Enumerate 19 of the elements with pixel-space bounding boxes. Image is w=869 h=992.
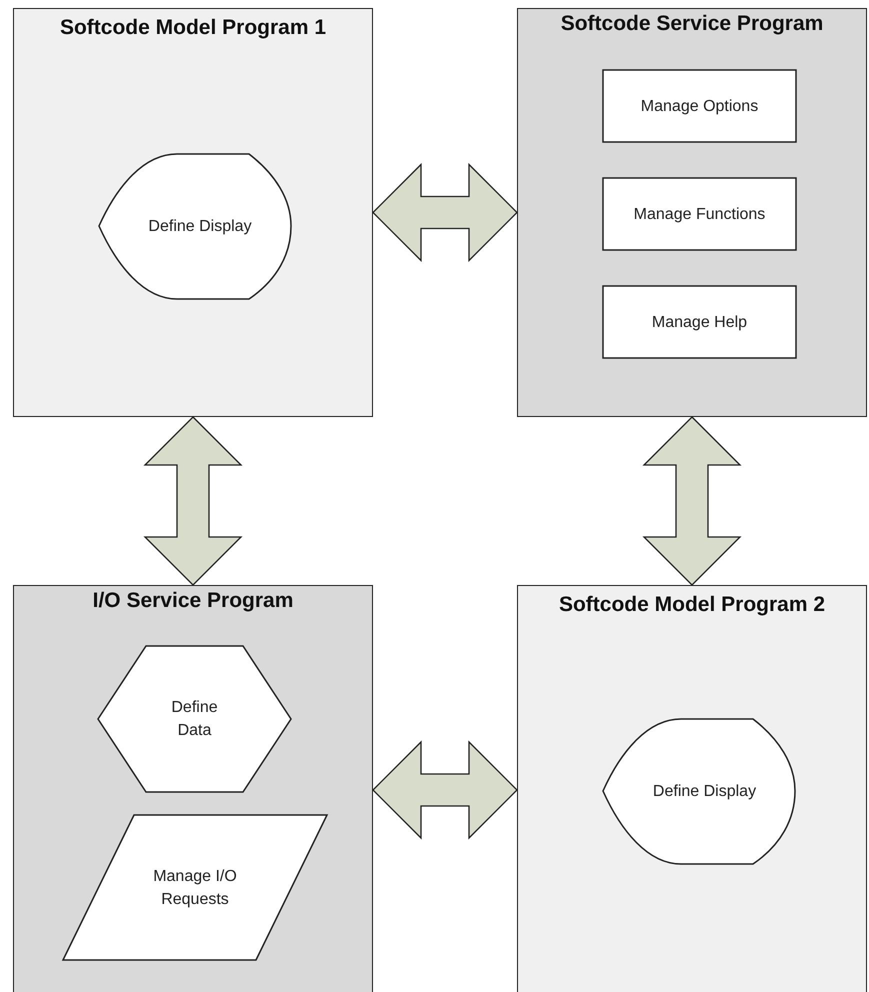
- program-panel: [517, 8, 867, 417]
- shape-label: Define Data: [170, 698, 219, 741]
- shape-label: Define Display: [148, 217, 252, 237]
- panel-title: Softcode Model Program 2: [558, 592, 826, 617]
- panel-title: I/O Service Program: [92, 588, 294, 613]
- program-panel: [13, 585, 373, 992]
- panel-title: Softcode Model Program 1: [58, 15, 328, 40]
- program-panel: [517, 585, 867, 992]
- double-block-arrow: [642, 416, 742, 586]
- double-block-arrow: [372, 162, 518, 262]
- shape-label: Define Display: [652, 782, 756, 802]
- program-panel: [13, 8, 373, 417]
- double-block-arrow: [372, 740, 518, 840]
- double-block-arrow: [143, 416, 243, 586]
- shape-label: Manage Functions: [634, 204, 766, 224]
- shape-label: Manage Options: [640, 96, 758, 116]
- shape-label: Manage I/O Requests: [152, 866, 238, 910]
- shape-label: Manage Help: [652, 312, 748, 332]
- panel-title: Softcode Service Program: [560, 11, 824, 36]
